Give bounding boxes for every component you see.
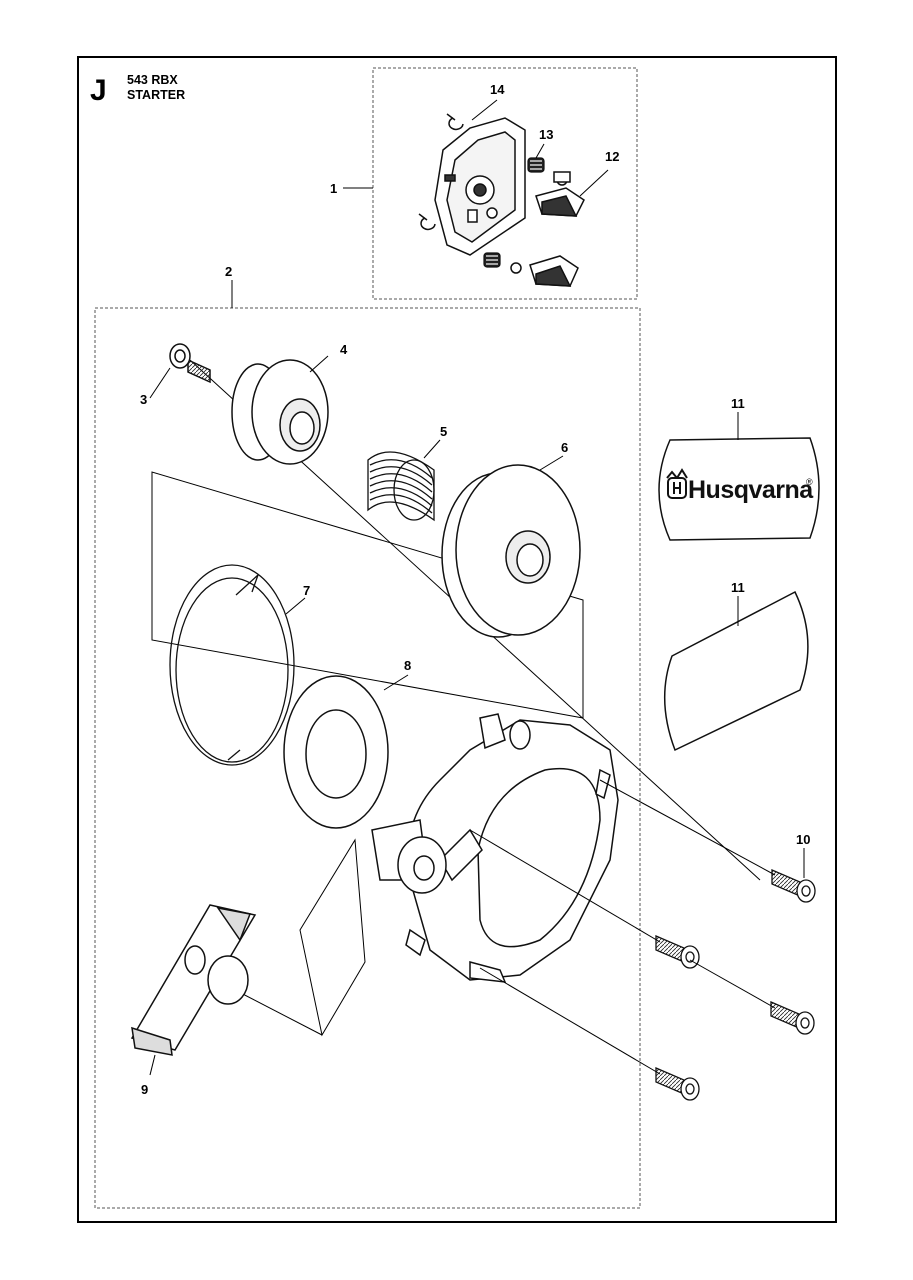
hub-4 xyxy=(231,359,329,465)
screw-10-top xyxy=(771,869,816,903)
callout-10: 10 xyxy=(796,832,810,847)
pawl-plate xyxy=(434,117,526,256)
callout-6: 6 xyxy=(561,440,568,455)
callout-11-bottom: 11 xyxy=(731,580,745,595)
brand-name: Husqvarna xyxy=(688,476,814,504)
pulley-6 xyxy=(441,464,581,638)
sticker-logo-11: Husqvarna ® xyxy=(658,437,820,541)
callout-11-top: 11 xyxy=(731,396,745,411)
callout-9: 9 xyxy=(141,1082,148,1097)
page-title: STARTER xyxy=(127,88,185,102)
projection-plane xyxy=(151,471,584,719)
screw-bottom xyxy=(655,1067,700,1101)
starter-housing xyxy=(371,713,619,983)
handle-projection xyxy=(299,838,366,1037)
washer-8 xyxy=(283,675,389,829)
group-box-2 xyxy=(94,307,641,1209)
callout-2: 2 xyxy=(225,264,232,279)
section-letter: J xyxy=(90,74,107,107)
callout-5: 5 xyxy=(440,424,447,439)
group-box-1 xyxy=(372,67,638,300)
screw-3 xyxy=(169,343,211,384)
screw-mid-2 xyxy=(770,1001,815,1035)
spring-5 xyxy=(367,451,435,522)
handle-9 xyxy=(130,904,257,1056)
pawl-lower xyxy=(510,255,579,287)
circlip-lower xyxy=(418,213,436,231)
pawl-12 xyxy=(535,171,585,217)
callout-1: 1 xyxy=(330,181,337,196)
husqvarna-crown-icon xyxy=(666,468,688,499)
model-name: 543 RBX xyxy=(127,73,178,87)
screw-mid-1 xyxy=(655,935,700,969)
trademark: ® xyxy=(806,477,813,487)
callout-8: 8 xyxy=(404,658,411,673)
callout-14: 14 xyxy=(490,82,505,97)
spring-13 xyxy=(527,157,545,173)
callout-4: 4 xyxy=(340,342,348,357)
callout-3: 3 xyxy=(140,392,147,407)
callout-13: 13 xyxy=(539,127,553,142)
spring-lower xyxy=(483,252,501,268)
callouts: 1 2 3 4 5 6 7 8 9 10 11 11 12 13 14 xyxy=(140,82,810,1097)
recoil-spring-7 xyxy=(169,564,295,766)
circlip-14 xyxy=(446,113,464,131)
sticker-blank-11 xyxy=(664,590,809,752)
page-frame xyxy=(77,56,837,1223)
callout-7: 7 xyxy=(303,583,310,598)
callout-12: 12 xyxy=(605,149,619,164)
